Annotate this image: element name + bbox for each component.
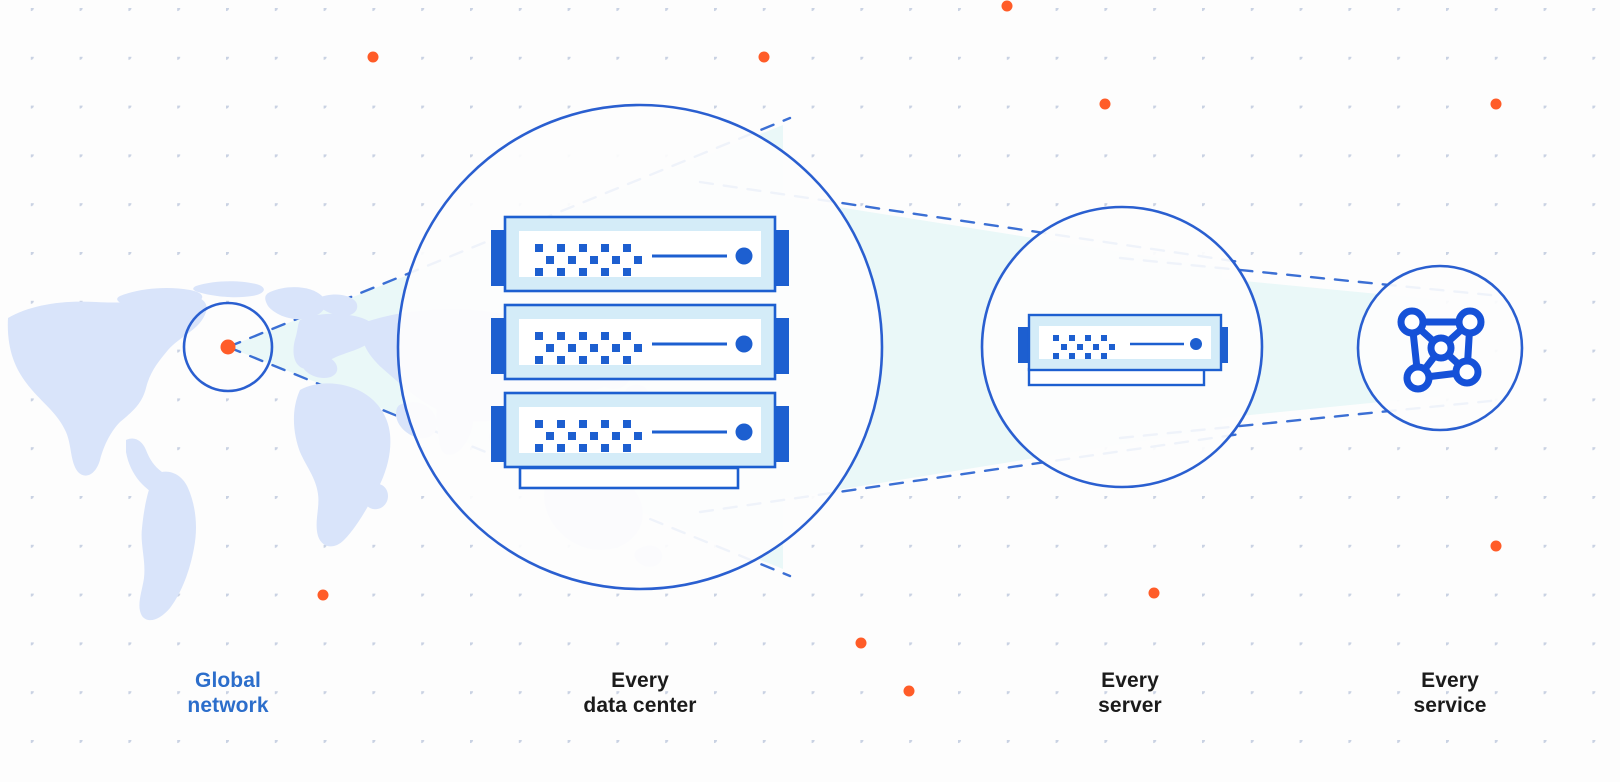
orange-accent-dots [317, 0, 1502, 697]
server-rack-icon [491, 215, 789, 490]
stage-service[interactable] [1356, 264, 1524, 432]
label-data-center: Every data center [583, 669, 697, 717]
network-mesh-icon [1397, 307, 1485, 393]
location-pin-dot [220, 339, 236, 355]
stage-server[interactable] [980, 205, 1264, 489]
stage-data-center[interactable] [396, 103, 884, 591]
server-unit-2 [491, 303, 789, 381]
dashed-line-datacenter-bottom [698, 432, 1242, 514]
led-grid-single [1053, 335, 1115, 359]
global-highlight-circle [182, 301, 274, 393]
led-grid-3 [535, 420, 642, 452]
label-global-network: Global network [187, 669, 269, 717]
label-server: Every server [1098, 669, 1162, 717]
label-service: Every service [1413, 669, 1487, 717]
single-server-icon [1018, 313, 1228, 387]
server-unit-3 [491, 391, 789, 469]
led-grid-1 [535, 244, 642, 276]
led-grid-2 [535, 332, 642, 364]
server-unit-1 [491, 215, 789, 293]
